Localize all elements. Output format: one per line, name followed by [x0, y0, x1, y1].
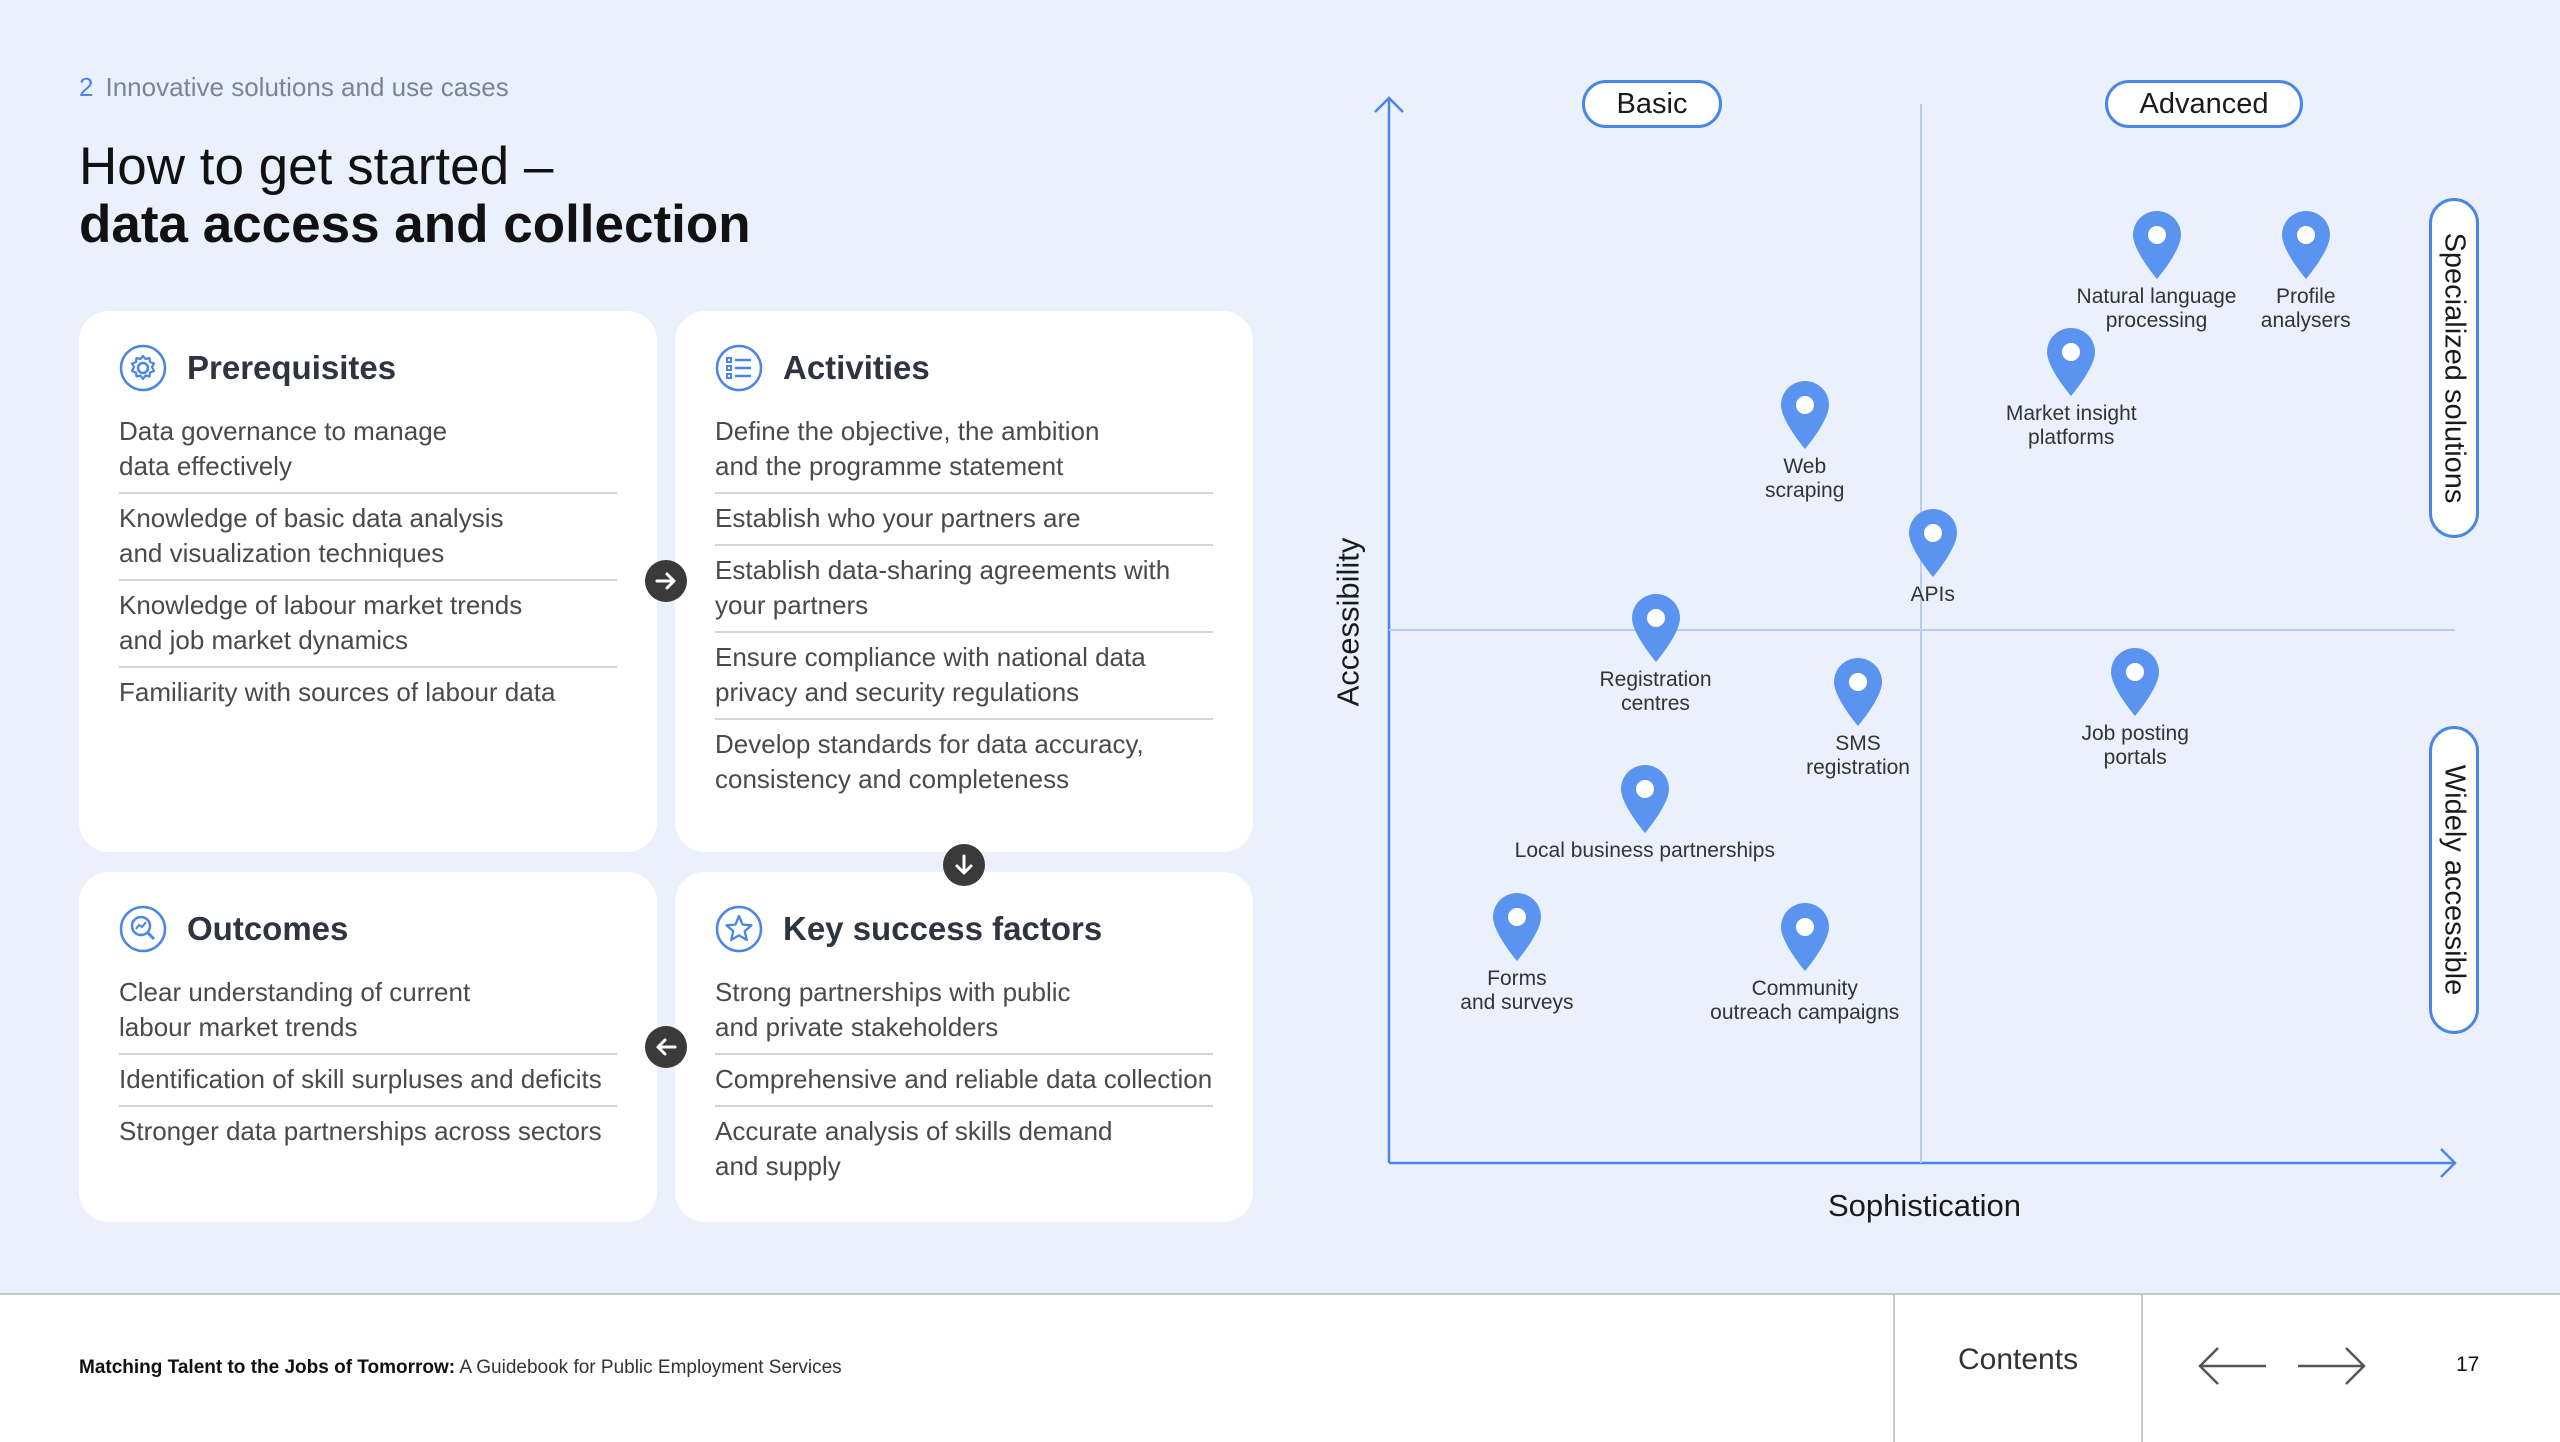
pin-label: Natural language processing — [2076, 285, 2237, 333]
card-list-item: Define the objective, the ambition and t… — [715, 407, 1213, 494]
specialized-solutions-label: Specialized solutions — [2438, 232, 2471, 504]
section-number: 2 — [79, 72, 94, 102]
basic-pill: Basic — [1582, 80, 1722, 128]
next-page-arrow-icon[interactable] — [2296, 1341, 2368, 1391]
section-label: 2 Innovative solutions and use cases — [79, 72, 509, 103]
pin-label: SMS registration — [1806, 732, 1910, 780]
pin-label: Forms and surveys — [1460, 966, 1574, 1014]
card-list-item: Develop standards for data accuracy, con… — [715, 729, 1144, 794]
prerequisites-title: Prerequisites — [187, 349, 397, 386]
card-list-item: Strong partnerships with public and priv… — [715, 968, 1213, 1055]
location-pin-icon — [2132, 211, 2181, 280]
card-list-item: Identification of skill surpluses and de… — [119, 1055, 617, 1107]
page-number: 17 — [2456, 1353, 2480, 1376]
card-list-item: Stronger data partnerships across sector… — [119, 1116, 602, 1146]
contents-button[interactable]: Contents — [1958, 1343, 2079, 1376]
page-title: How to get started – data access and col… — [79, 138, 751, 254]
pin-label: Market insight platforms — [2005, 402, 2137, 450]
previous-page-arrow-icon[interactable] — [2196, 1341, 2268, 1391]
card-list-item: Clear understanding of current labour ma… — [119, 968, 617, 1055]
document-title-rest: A Guidebook for Public Employment Servic… — [455, 1357, 842, 1378]
y-axis-arrowhead — [1374, 96, 1404, 113]
outcomes-title: Outcomes — [187, 910, 349, 947]
pin-label: Community outreach campaigns — [1710, 977, 1900, 1025]
pin-label: Job posting portals — [2081, 721, 2189, 769]
card-list-item: Establish data-sharing agreements with y… — [715, 546, 1213, 633]
outcomes-card: Outcomes Clear understanding of current … — [79, 872, 657, 1222]
footer-divider — [1893, 1295, 1895, 1442]
widely-accessible-pill: Widely accessible — [2429, 726, 2479, 1034]
key-success-factors-card: Key success factors Strong partnerships … — [675, 872, 1253, 1222]
card-list-item: Data governance to manage data effective… — [119, 407, 617, 494]
activities-card: Activities Define the objective, the amb… — [675, 311, 1253, 852]
x-axis-label: Sophistication — [1828, 1188, 2022, 1223]
pin-label: Web scraping — [1765, 455, 1845, 503]
location-pin-icon — [2281, 211, 2330, 280]
activities-list: Define the objective, the ambition and t… — [715, 407, 1213, 805]
location-pin-icon — [1620, 764, 1669, 833]
location-pin-icon — [2047, 328, 2096, 397]
location-pin-icon — [1631, 594, 1680, 663]
pin-label: Local business partnerships — [1514, 838, 1775, 862]
pin-label: APIs — [1910, 583, 1955, 607]
outcomes-list: Clear understanding of current labour ma… — [119, 968, 617, 1157]
widely-accessible-label: Widely accessible — [2438, 764, 2471, 996]
star-icon — [715, 905, 763, 953]
advanced-pill: Advanced — [2105, 80, 2303, 128]
checklist-icon — [715, 344, 763, 392]
card-list-item: Accurate analysis of skills demand and s… — [715, 1116, 1113, 1181]
x-axis-arrowhead — [2440, 1148, 2457, 1178]
gear-icon — [119, 344, 167, 392]
arrow-left-connector-icon — [645, 1026, 687, 1068]
prerequisites-card: Prerequisites Data governance to manage … — [79, 311, 657, 852]
arrow-down-connector-icon — [943, 844, 985, 886]
footer: Matching Talent to the Jobs of Tomorrow:… — [0, 1293, 2560, 1442]
quadrant-chart — [1374, 96, 2457, 1178]
card-list-item: Familiarity with sources of labour data — [119, 677, 556, 707]
location-pin-icon — [1780, 903, 1829, 972]
card-list-item: Knowledge of basic data analysis and vis… — [119, 494, 617, 581]
location-pin-icon — [1908, 509, 1957, 578]
prerequisites-list: Data governance to manage data effective… — [119, 407, 617, 718]
footer-divider — [2141, 1295, 2143, 1442]
key-success-factors-title: Key success factors — [783, 910, 1103, 947]
section-title: Innovative solutions and use cases — [105, 72, 509, 102]
pin-label: Registration centres — [1599, 668, 1712, 716]
pin-label: Profile analysers — [2260, 285, 2351, 333]
page-title-line2: data access and collection — [79, 195, 751, 254]
card-list-item: Ensure compliance with national data pri… — [715, 633, 1213, 720]
key-success-factors-list: Strong partnerships with public and priv… — [715, 968, 1213, 1192]
card-list-item: Establish who your partners are — [715, 494, 1213, 546]
location-pin-icon — [2111, 647, 2160, 716]
location-pin-icon — [1492, 892, 1541, 961]
arrow-right-connector-icon — [645, 560, 687, 602]
card-list-item: Knowledge of labour market trends and jo… — [119, 581, 617, 668]
specialized-solutions-pill: Specialized solutions — [2429, 198, 2479, 538]
location-pin-icon — [1780, 381, 1829, 450]
magnifier-chart-icon — [119, 905, 167, 953]
card-list-item: Comprehensive and reliable data collecti… — [715, 1055, 1213, 1107]
activities-title: Activities — [783, 349, 930, 386]
y-axis-label: Accessibility — [1330, 537, 1366, 707]
page-title-line1: How to get started – — [79, 137, 554, 196]
document-title: Matching Talent to the Jobs of Tomorrow:… — [79, 1357, 842, 1379]
document-title-bold: Matching Talent to the Jobs of Tomorrow: — [79, 1357, 456, 1378]
location-pin-icon — [1834, 658, 1883, 727]
